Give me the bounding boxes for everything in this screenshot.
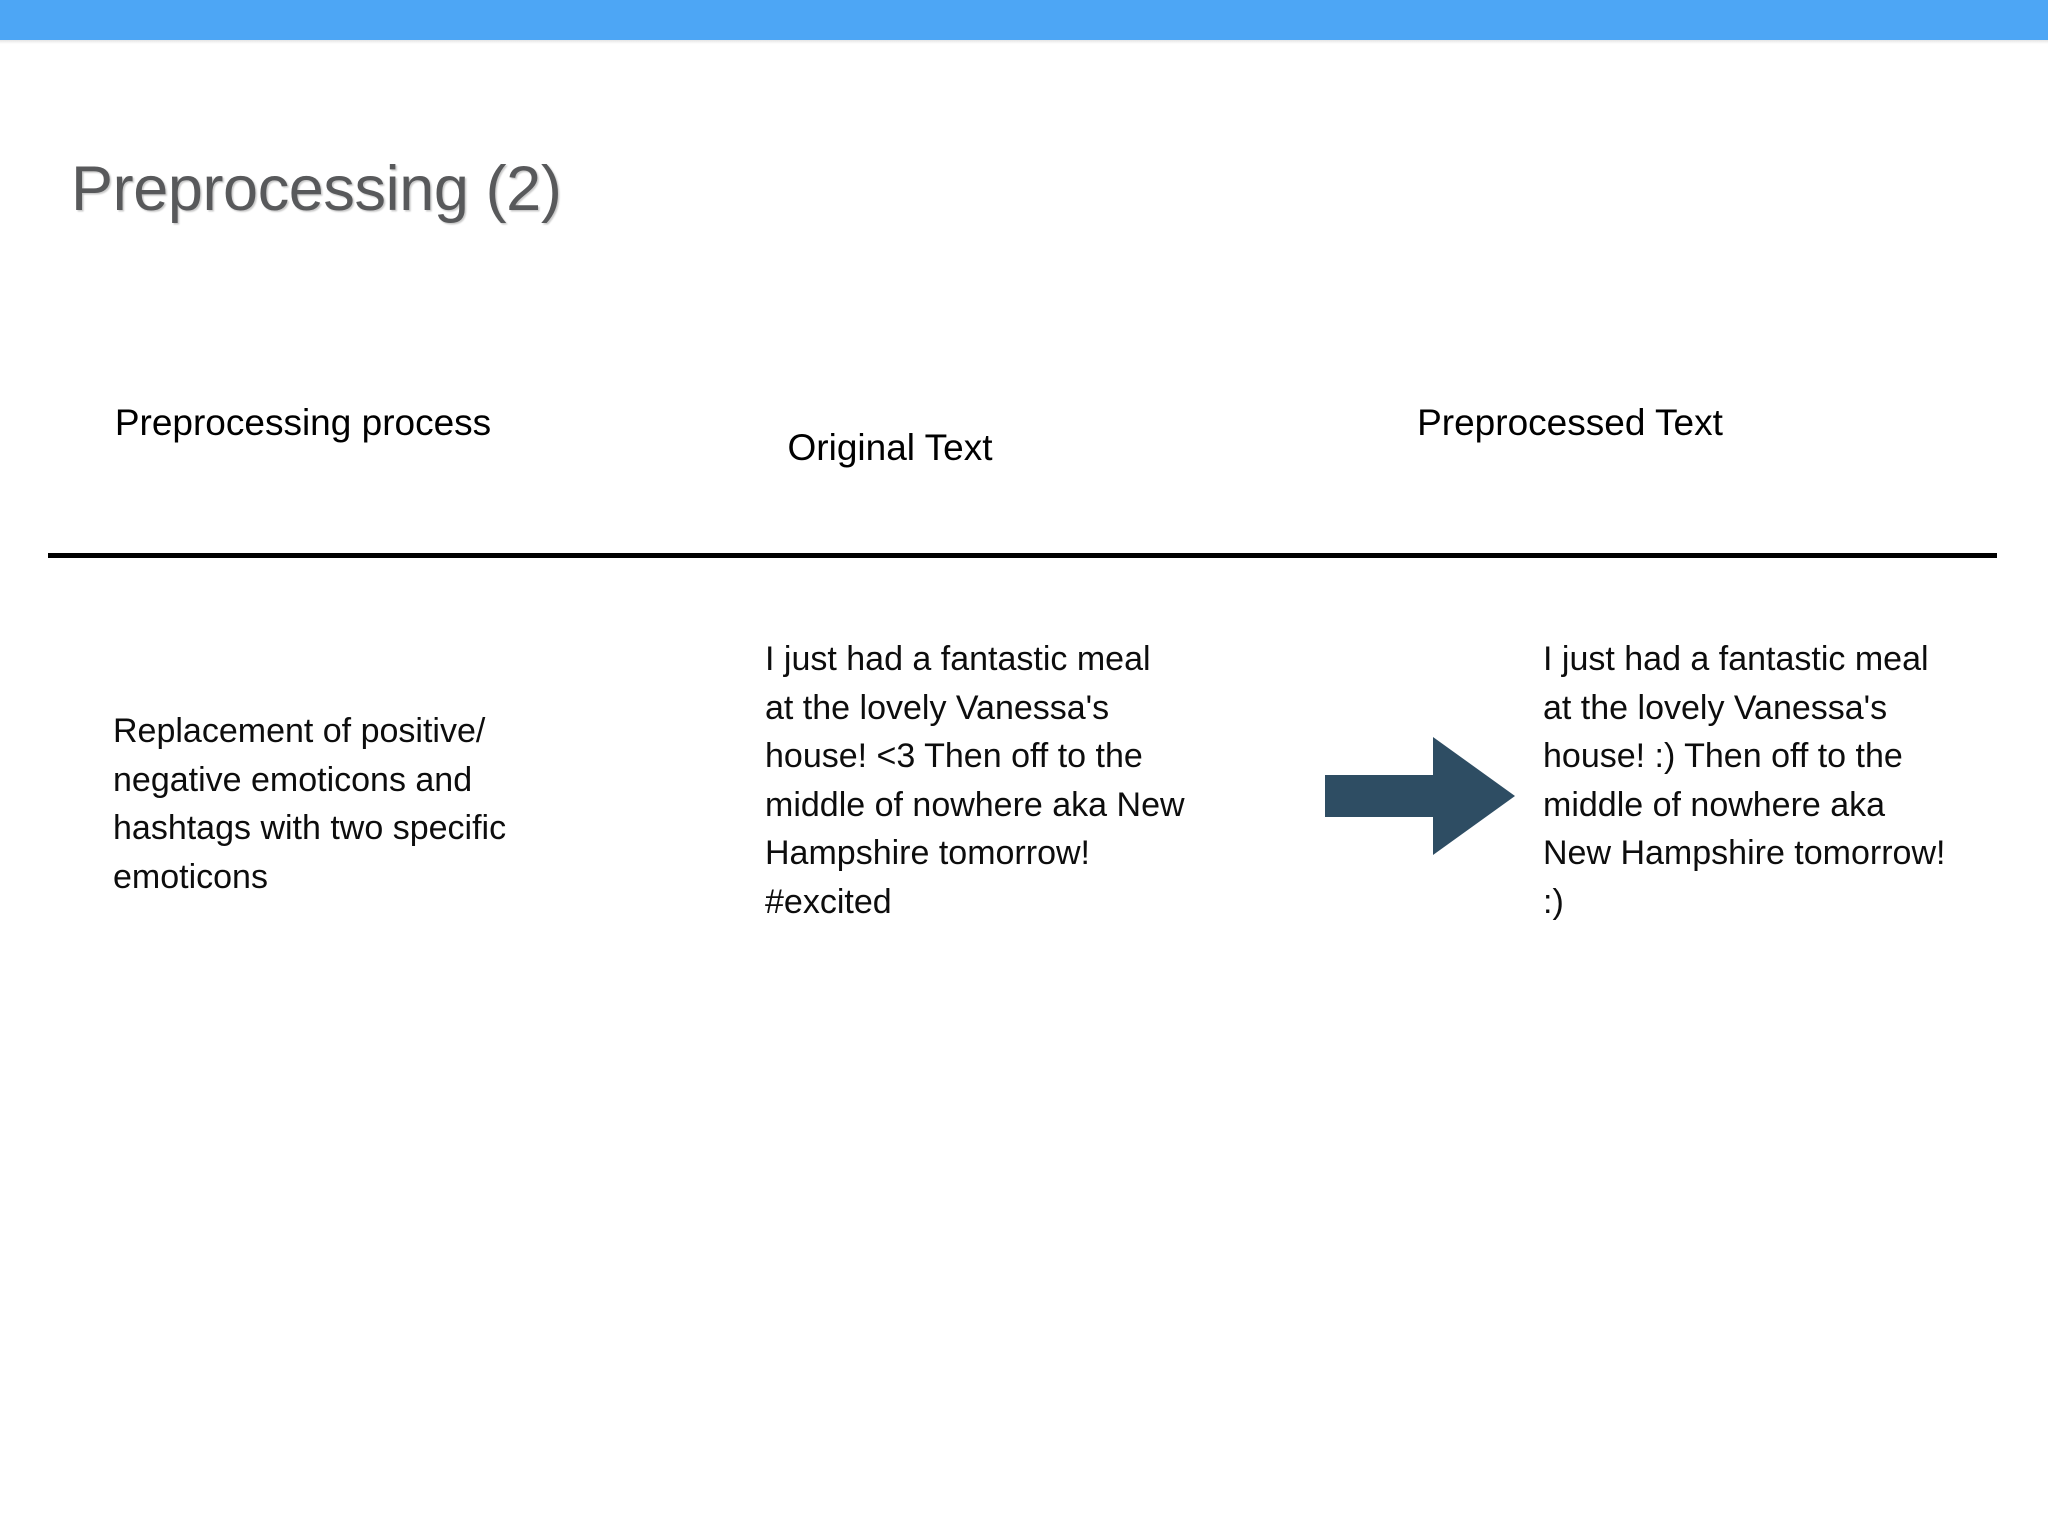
table-cell-original-text: I just had a fantastic meal at the lovel… <box>765 640 1185 921</box>
table-header-divider <box>48 553 1997 558</box>
right-block-arrow-icon <box>1325 737 1515 855</box>
column-header-preprocessing-process: Preprocessing process <box>114 402 492 443</box>
top-accent-bar <box>0 0 2048 40</box>
column-header-preprocessed-text: Preprocessed Text <box>1417 402 1723 443</box>
table-cell-preprocessing-process: Replacement of positive/ negative emotic… <box>113 712 507 896</box>
top-accent-bar-shadow <box>0 40 2048 44</box>
page-title: Preprocessing (2) <box>71 154 562 224</box>
column-header-original-text: Original Text <box>787 427 993 468</box>
table-cell-preprocessed-text: I just had a fantastic meal at the lovel… <box>1543 640 1946 921</box>
